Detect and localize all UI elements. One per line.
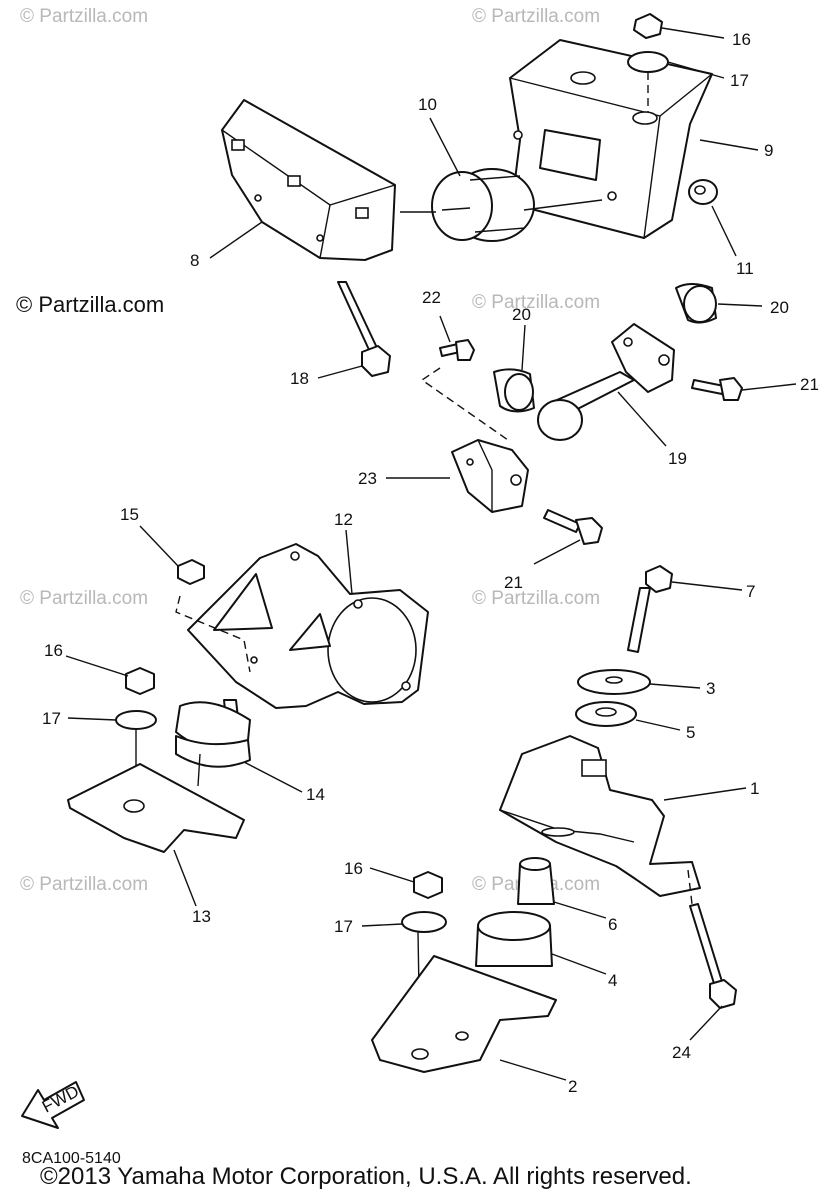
callout-12: 12: [334, 510, 353, 529]
watermark-3: © Partzilla.com: [472, 292, 600, 313]
callout-6: 6: [608, 915, 617, 934]
watermark-4: © Partzilla.com: [20, 588, 148, 609]
guide-24-1: [687, 869, 693, 905]
part-10-mount: [431, 168, 535, 242]
part-8-bracket: [221, 99, 396, 261]
part-19-stay: [537, 323, 675, 441]
leader-lines: [65, 27, 797, 1081]
footer-copyright: ©2013 Yamaha Motor Corporation, U.S.A. A…: [40, 1163, 692, 1190]
guide-22-23: [420, 367, 509, 441]
part-16-nut-lower: [413, 871, 443, 899]
part-15-nut: [177, 559, 205, 585]
part-2-bracket: [371, 955, 557, 1073]
watermark-1: © Partzilla.com: [20, 6, 148, 27]
part-18-bolt: [337, 281, 391, 377]
callout-22: 22: [422, 288, 441, 307]
callout-17-top: 17: [730, 71, 749, 90]
part-6-collar: [517, 857, 555, 905]
callout-20-right: 20: [770, 298, 789, 317]
callout-15: 15: [120, 505, 139, 524]
callout-10: 10: [418, 95, 437, 114]
callout-16-lower: 16: [344, 859, 363, 878]
diagram-code: 8CA100-5140: [22, 1150, 121, 1167]
part-1-bracket: [499, 735, 701, 897]
part-16-nut-top: [633, 13, 663, 39]
part-20-bushing-mid: [493, 368, 535, 413]
callout-20-mid: 20: [512, 305, 531, 324]
part-22-bolt: [439, 339, 475, 361]
watermark-6: © Partzilla.com: [20, 874, 148, 895]
part-5-washer: [575, 701, 637, 727]
side-copyright: © Partzilla.com: [16, 292, 165, 317]
part-17-washer-lower: [401, 911, 447, 933]
fwd-arrow-icon: FWD: [21, 1081, 85, 1129]
part-16-nut-left: [125, 667, 155, 695]
part-17-washer-top: [627, 51, 669, 73]
callout-8: 8: [190, 251, 199, 270]
part-3-washer: [577, 669, 651, 695]
part-21-bolt-lower: [543, 509, 603, 545]
callout-4: 4: [608, 971, 617, 990]
callout-16-top: 16: [732, 30, 751, 49]
callout-13: 13: [192, 907, 211, 926]
callout-16-left: 16: [44, 641, 63, 660]
callout-18: 18: [290, 369, 309, 388]
watermark-5: © Partzilla.com: [472, 588, 600, 609]
part-21-bolt-upper: [691, 377, 743, 401]
part-4-cushion: [475, 911, 553, 967]
part-23-bracket: [451, 439, 529, 513]
callout-19: 19: [668, 449, 687, 468]
callout-24: 24: [672, 1043, 691, 1062]
callout-7: 7: [746, 582, 755, 601]
part-12-bracket: [187, 543, 429, 709]
guide-15-12: [175, 595, 251, 673]
callout-23: 23: [358, 469, 377, 488]
callout-3: 3: [706, 679, 715, 698]
part-20-bushing-right: [675, 283, 717, 324]
part-17-washer-left: [115, 710, 157, 730]
part-13-plate: [67, 763, 245, 853]
callout-17-left: 17: [42, 709, 61, 728]
part-11-collar: [688, 179, 718, 205]
callout-1: 1: [750, 779, 759, 798]
callout-9: 9: [764, 141, 773, 160]
part-9-bracket: [509, 39, 713, 239]
callout-11: 11: [736, 259, 754, 278]
callout-2: 2: [568, 1077, 577, 1096]
callout-17-lower: 17: [334, 917, 353, 936]
callout-21-upper: 21: [800, 375, 819, 394]
watermark-2: © Partzilla.com: [472, 6, 600, 27]
part-7-bolt: [627, 565, 673, 653]
part-14-mount: [175, 699, 251, 787]
callout-numbers: 16 17 9 10 11 8 20 20 22 18 21 19 23 21 …: [42, 30, 819, 1096]
part-24-bolt: [689, 903, 737, 1009]
callout-5: 5: [686, 723, 695, 742]
callout-21-lower: 21: [504, 573, 523, 592]
callout-14: 14: [306, 785, 325, 804]
